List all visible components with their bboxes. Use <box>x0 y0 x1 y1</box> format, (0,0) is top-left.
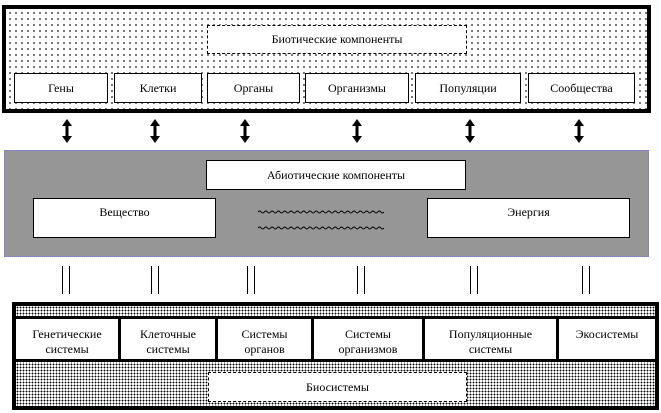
biosystem-genetic: Генетические системы <box>16 319 121 359</box>
biosystem-organism-systems: Системы организмов <box>314 319 425 359</box>
bidirectional-arrow-icon <box>465 119 475 143</box>
matter-box: Вещество <box>33 198 216 238</box>
bidirectional-arrow-icon <box>240 119 250 143</box>
biosystem-label-line2: органов <box>244 342 285 356</box>
biosystems-title-box: Биосистемы <box>208 372 467 402</box>
biotic-components-title-box: Биотические компоненты <box>207 25 467 54</box>
biosystem-organ-systems: Системы органов <box>218 319 314 359</box>
biotic-item-populations: Популяции <box>415 73 521 103</box>
double-line-connector <box>582 266 590 294</box>
biotic-item-cells: Клетки <box>114 73 202 103</box>
biosystem-label-line2: системы <box>468 342 513 356</box>
energy-box: Энергия <box>427 198 630 238</box>
biosystem-label-line1: Генетические <box>32 327 102 341</box>
biotic-item-label: Организмы <box>328 80 386 95</box>
energy-label: Энергия <box>507 205 550 219</box>
biotic-item-label: Популяции <box>439 80 497 95</box>
biosystem-label-line2: организмов <box>338 342 398 356</box>
biotic-components-panel: Биотические компоненты Гены Клетки Орган… <box>2 5 651 113</box>
bidirectional-arrow-icon <box>150 119 160 143</box>
biotic-item-communities: Сообщества <box>528 73 635 103</box>
biosystem-cellular: Клеточные системы <box>121 319 218 359</box>
abiotic-components-title: Абиотические компоненты <box>266 167 406 182</box>
biosystem-label-line1: Системы <box>241 327 288 341</box>
biosystem-population: Популяционные системы <box>425 319 559 359</box>
wavy-link-line <box>258 226 384 230</box>
biosystems-panel: Генетические системы Клеточные системы С… <box>12 302 659 410</box>
biotic-item-label: Гены <box>48 80 74 95</box>
biosystem-ecosystems: Экосистемы <box>559 319 655 359</box>
double-line-connector <box>151 266 159 294</box>
biotic-components-title: Биотические компоненты <box>271 32 403 46</box>
biosystem-label-line1: Популяционные <box>448 327 533 341</box>
double-line-connector <box>357 266 365 294</box>
biosystem-label-line1: Экосистемы <box>575 327 639 341</box>
biosystems-row: Генетические системы Клеточные системы С… <box>16 316 655 362</box>
biotic-item-organisms: Организмы <box>305 73 409 103</box>
biotic-item-genes: Гены <box>14 73 108 103</box>
wavy-link-line <box>258 210 384 214</box>
biosystem-label-line2: системы <box>45 342 89 356</box>
double-line-connector <box>470 266 478 294</box>
biotic-item-label: Органы <box>233 80 274 95</box>
bidirectional-arrow-icon <box>574 119 584 143</box>
biosystem-label-line1: Системы <box>345 327 391 341</box>
double-line-connector <box>247 266 255 294</box>
abiotic-components-title-box: Абиотические компоненты <box>206 160 466 190</box>
biotic-item-organs: Органы <box>207 73 300 103</box>
bidirectional-arrow-icon <box>62 119 72 143</box>
bidirectional-arrow-icon <box>352 119 362 143</box>
matter-label: Вещество <box>99 205 150 219</box>
double-line-connector <box>62 266 70 294</box>
biosystem-label-line1: Клеточные <box>140 327 196 341</box>
biotic-item-label: Сообщества <box>550 80 613 95</box>
biotic-item-label: Клетки <box>139 80 177 95</box>
biosystems-title: Биосистемы <box>306 379 369 394</box>
biosystem-label-line2: системы <box>146 342 190 356</box>
